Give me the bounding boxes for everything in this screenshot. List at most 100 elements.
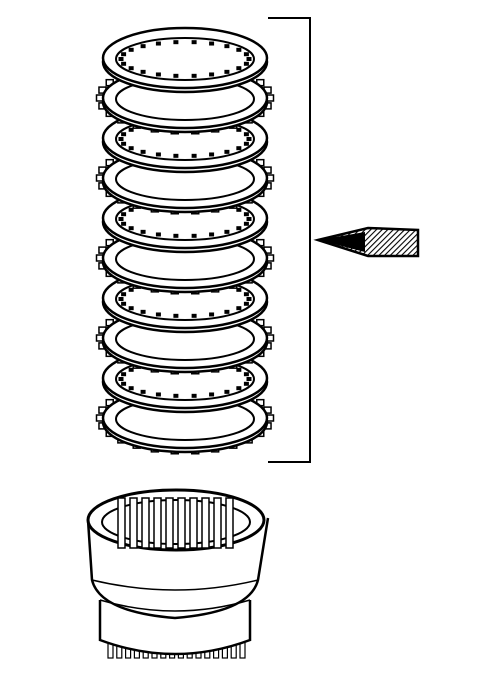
plate-spline	[191, 233, 197, 238]
plate-spline	[243, 372, 249, 377]
plate-spline	[236, 306, 242, 311]
pointer-arrow	[313, 226, 420, 258]
plate-spline	[243, 301, 249, 306]
plate-spline	[246, 57, 252, 61]
plate-spline	[236, 127, 242, 132]
plate-spline	[140, 149, 146, 154]
plate-spline	[224, 44, 230, 49]
plate-spline	[121, 221, 127, 226]
plate-spline	[128, 306, 134, 311]
hub-inner-splines	[117, 497, 234, 549]
hub-spline	[165, 497, 174, 549]
hub-spline	[213, 497, 222, 549]
plate-spline	[121, 141, 127, 146]
hub-spline	[153, 497, 162, 549]
plate-spline	[118, 297, 124, 301]
plate-spline	[243, 381, 249, 386]
plate-spline	[224, 309, 230, 314]
plate-spline	[118, 377, 124, 381]
plate-spline	[140, 44, 146, 49]
hub-spline	[201, 497, 210, 549]
plate-spline	[246, 377, 252, 381]
plate-spline	[155, 152, 161, 157]
plate-spline	[128, 367, 134, 372]
plate-spline	[209, 72, 215, 77]
bracket	[268, 17, 311, 463]
plate-spline	[246, 217, 252, 221]
plate-spline	[173, 153, 179, 158]
plate-spline	[236, 146, 242, 151]
plate-spline	[191, 393, 197, 398]
plate-inner-edge	[115, 37, 255, 81]
plate-spline	[155, 232, 161, 237]
plate-spline	[243, 221, 249, 226]
plate-spline	[128, 66, 134, 71]
plate-spline	[128, 226, 134, 231]
hub-spline	[129, 497, 138, 549]
plate-spline	[236, 207, 242, 212]
plate-spline	[173, 40, 179, 45]
plate-spline	[191, 73, 197, 78]
plate-spline	[246, 297, 252, 301]
plate-spline	[224, 69, 230, 74]
plate-spline	[140, 389, 146, 394]
hub-spline	[117, 497, 126, 549]
plate-spline	[236, 226, 242, 231]
hub-spline	[225, 497, 234, 549]
plate-spline	[118, 57, 124, 61]
plate-spline	[121, 132, 127, 137]
plate-spline	[155, 392, 161, 397]
plate-spline	[155, 72, 161, 77]
plate-spline	[243, 292, 249, 297]
plate-spline	[191, 40, 197, 45]
plate-spline	[155, 41, 161, 46]
plate-spline	[173, 233, 179, 238]
plate-spline	[246, 137, 252, 141]
plate-spline	[121, 292, 127, 297]
plate-spline	[140, 229, 146, 234]
plate-spline	[236, 66, 242, 71]
plate-spline	[118, 137, 124, 141]
plate-spline	[209, 232, 215, 237]
plate-spline	[128, 287, 134, 292]
plate-spline	[173, 393, 179, 398]
plate-spline	[236, 386, 242, 391]
plate-spline	[128, 127, 134, 132]
plate-spline	[209, 392, 215, 397]
plate-spline	[191, 153, 197, 158]
plate-spline	[209, 152, 215, 157]
plate-spline	[128, 146, 134, 151]
plate-spline	[121, 372, 127, 377]
steel-plate	[101, 26, 269, 94]
plate-spline	[243, 132, 249, 137]
plate-spline	[243, 61, 249, 66]
plate-spline	[128, 207, 134, 212]
plate-spline	[224, 229, 230, 234]
plate-spline	[243, 141, 249, 146]
hub-spline	[177, 497, 186, 549]
plate-spline	[224, 389, 230, 394]
plate-spline	[140, 69, 146, 74]
plate-spline	[236, 367, 242, 372]
hub-spline	[141, 497, 150, 549]
plate-spline	[243, 52, 249, 57]
plate-spline	[118, 217, 124, 221]
hub-spline	[189, 497, 198, 549]
plate-spline	[191, 313, 197, 318]
plate-spline	[121, 212, 127, 217]
plate-spline	[209, 41, 215, 46]
plate-spline	[121, 381, 127, 386]
plate-spline	[209, 312, 215, 317]
plate-spline	[128, 386, 134, 391]
plate-spline	[236, 287, 242, 292]
plate-spline	[155, 312, 161, 317]
clutch-plate-stack	[95, 26, 275, 455]
plate-spline	[173, 313, 179, 318]
plate-spline	[173, 73, 179, 78]
plate-spline	[140, 309, 146, 314]
plate-spline	[243, 212, 249, 217]
plate-spline	[121, 61, 127, 66]
plate-spline	[121, 52, 127, 57]
